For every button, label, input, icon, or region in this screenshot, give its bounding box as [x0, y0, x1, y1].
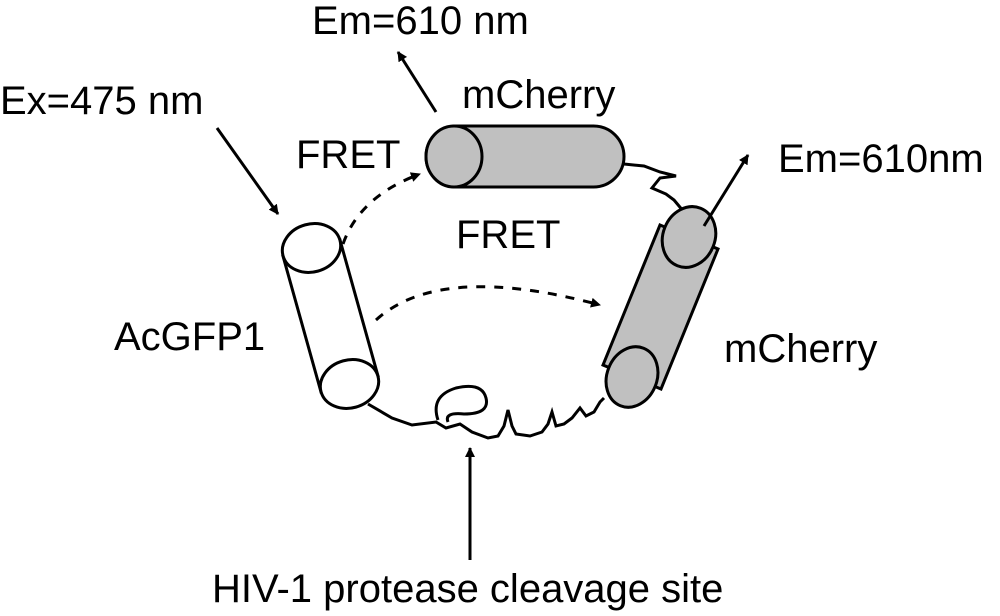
emission-arrow-top	[396, 51, 438, 113]
emission-label-right: Em=610nm	[778, 137, 984, 181]
excitation-arrow	[215, 127, 280, 215]
acgfp1-cylinder	[280, 222, 381, 410]
fret-arrow-lower	[374, 285, 601, 322]
mcherry-right-cylinder	[601, 205, 720, 409]
linker-loop	[434, 384, 489, 423]
excitation-label: Ex=475 nm	[0, 79, 203, 123]
mcherry-label-top: mCherry	[462, 73, 615, 117]
linker-chain	[367, 396, 606, 440]
fret-label-upper: FRET	[296, 133, 400, 177]
emission-arrow-right	[702, 154, 750, 227]
linker-top	[623, 162, 692, 225]
mcherry-top-cylinder	[424, 124, 626, 189]
acgfp1-label: AcGFP1	[114, 315, 265, 359]
mcherry-label-right: mCherry	[724, 327, 877, 371]
fret-label-middle: FRET	[456, 213, 560, 257]
emission-label-top: Em=610 nm	[312, 0, 529, 43]
cleavage-site-label: HIV-1 protease cleavage site	[212, 567, 723, 611]
fret-arrow-upper	[341, 172, 421, 245]
